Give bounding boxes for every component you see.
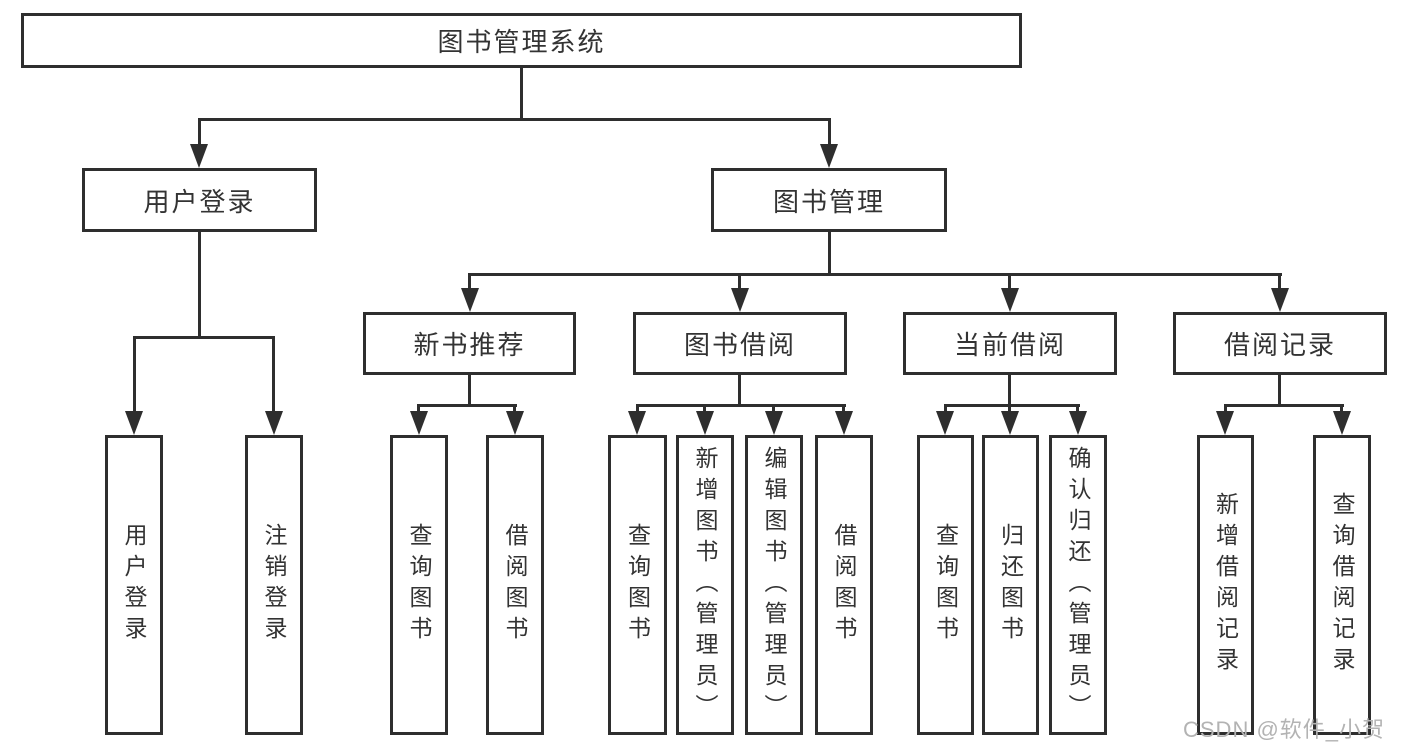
arrow-down-icon <box>820 144 838 168</box>
node-return-book: 归还图书 <box>982 435 1039 735</box>
connector-line <box>1278 373 1281 404</box>
arrow-down-icon <box>696 411 714 435</box>
arrow-down-icon <box>1333 411 1351 435</box>
connector-line <box>1008 404 1011 413</box>
connector-line <box>772 404 775 413</box>
node-query-books-current: 查询图书 <box>917 435 974 735</box>
node-query-borrow-record: 查询借阅记录 <box>1313 435 1371 735</box>
connector-line <box>272 336 275 413</box>
node-user-login: 用户登录 <box>82 168 317 232</box>
connector-line <box>133 336 275 339</box>
node-add-book-admin: 新增图书（管理员） <box>676 435 734 735</box>
arrow-down-icon <box>835 411 853 435</box>
arrow-down-icon <box>936 411 954 435</box>
connector-line <box>520 66 523 121</box>
connector-line <box>418 404 517 407</box>
connector-line <box>468 273 1282 276</box>
arrow-down-icon <box>461 288 479 312</box>
node-borrow-books-recommend: 借阅图书 <box>486 435 544 735</box>
arrow-down-icon <box>1069 411 1087 435</box>
connector-line <box>417 404 420 413</box>
node-borrow-books-action: 借阅图书 <box>815 435 873 735</box>
connector-line <box>738 273 741 290</box>
connector-line <box>738 373 741 404</box>
connector-line <box>198 118 201 148</box>
arrow-down-icon <box>1001 288 1019 312</box>
arrow-down-icon <box>1001 411 1019 435</box>
node-new-book-recommend: 新书推荐 <box>363 312 576 375</box>
arrow-down-icon <box>265 411 283 435</box>
connector-line <box>513 404 516 413</box>
csdn-watermark: CSDN @软件_小贺同学 <box>1183 717 1386 742</box>
connector-line <box>944 404 947 413</box>
connector-line <box>828 230 831 273</box>
node-logout-action: 注销登录 <box>245 435 303 735</box>
node-query-books-recommend: 查询图书 <box>390 435 448 735</box>
node-user-login-action: 用户登录 <box>105 435 163 735</box>
connector-line <box>1224 404 1344 407</box>
connector-line <box>198 118 831 121</box>
connector-line <box>1340 404 1343 413</box>
connector-line <box>1008 373 1011 404</box>
node-book-management: 图书管理 <box>711 168 947 232</box>
arrow-down-icon <box>1216 411 1234 435</box>
connector-line <box>468 373 471 404</box>
node-book-borrow: 图书借阅 <box>633 312 847 375</box>
connector-line <box>1278 273 1281 290</box>
connector-line <box>468 273 471 290</box>
connector-line <box>133 336 136 413</box>
node-add-borrow-record: 新增借阅记录 <box>1197 435 1254 735</box>
connector-line <box>828 118 831 148</box>
arrow-down-icon <box>190 144 208 168</box>
node-library-management-system: 图书管理系统 <box>21 13 1022 68</box>
node-query-books-borrow: 查询图书 <box>608 435 667 735</box>
connector-line <box>703 404 706 413</box>
connector-line <box>636 404 639 413</box>
connector-line <box>1224 404 1227 413</box>
node-current-borrow: 当前借阅 <box>903 312 1117 375</box>
connector-line <box>944 404 1080 407</box>
arrow-down-icon <box>765 411 783 435</box>
arrow-down-icon <box>410 411 428 435</box>
connector-line <box>1076 404 1079 413</box>
arrow-down-icon <box>1271 288 1289 312</box>
arrow-down-icon <box>506 411 524 435</box>
node-edit-book-admin: 编辑图书（管理员） <box>745 435 803 735</box>
arrow-down-icon <box>628 411 646 435</box>
connector-line <box>636 404 846 407</box>
node-confirm-return-admin: 确认归还（管理员） <box>1049 435 1107 735</box>
arrow-down-icon <box>731 288 749 312</box>
connector-line <box>198 230 201 339</box>
arrow-down-icon <box>125 411 143 435</box>
node-borrow-records: 借阅记录 <box>1173 312 1387 375</box>
connector-line <box>1008 273 1011 290</box>
connector-line <box>842 404 845 413</box>
